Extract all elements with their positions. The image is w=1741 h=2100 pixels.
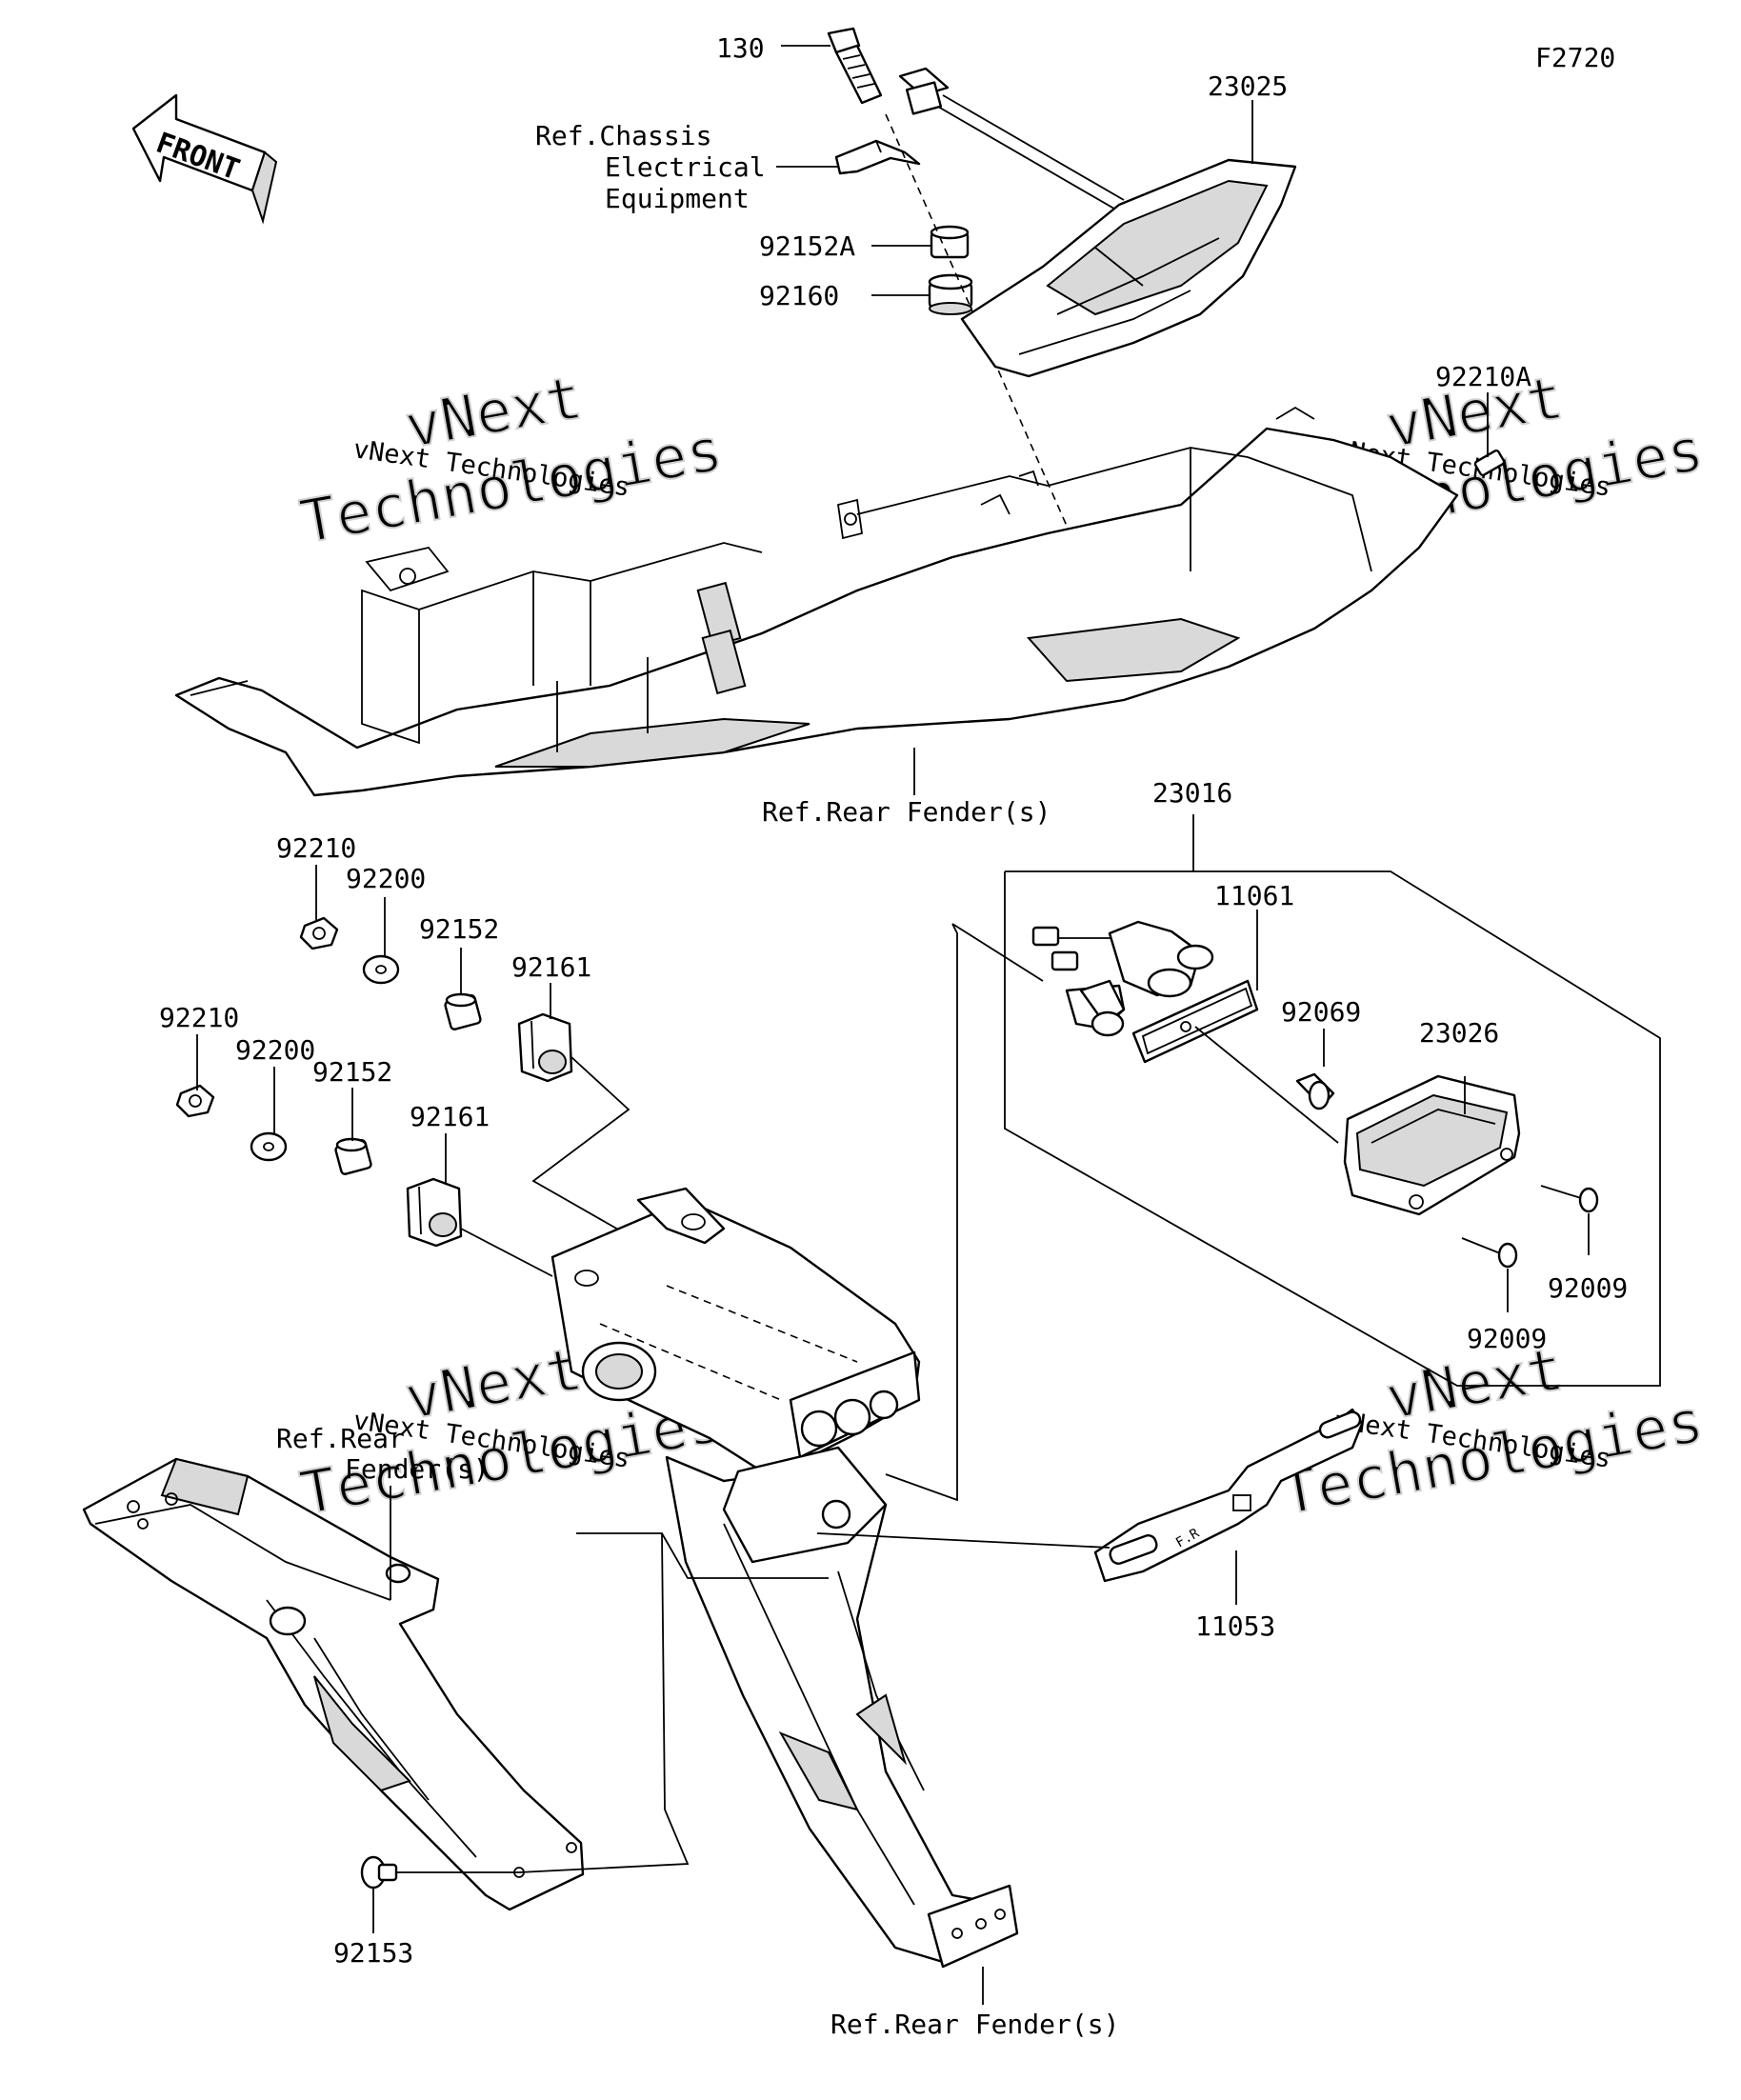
label-92210-lower: 92210 xyxy=(159,1002,239,1033)
damper-92160 xyxy=(928,273,973,315)
bolt-92153 xyxy=(360,1855,398,1890)
label-130: 130 xyxy=(716,32,765,64)
front-arrow-icon: FRONT xyxy=(131,93,278,225)
collar-92152-lower xyxy=(334,1137,372,1175)
label-92200-upper: 92200 xyxy=(346,863,426,894)
socket-harness xyxy=(1031,920,1214,1037)
grommet-92161-upper xyxy=(517,1012,573,1083)
label-92210-upper: 92210 xyxy=(276,832,356,864)
label-92069: 92069 xyxy=(1281,996,1361,1028)
rear-fender-tray xyxy=(174,406,1459,797)
license-bracket-11053: F.R xyxy=(1093,1408,1364,1583)
license-lamp-housing xyxy=(550,1187,921,1473)
wire-clamp xyxy=(834,139,921,175)
label-92152-lower: 92152 xyxy=(312,1056,392,1088)
ref-chassis-line2: Electrical xyxy=(605,151,766,183)
label-92009-right: 92009 xyxy=(1548,1272,1628,1304)
gasket-11061 xyxy=(1131,979,1259,1064)
washer-92200-upper xyxy=(362,954,400,985)
label-23026: 23026 xyxy=(1419,1017,1499,1049)
rear-fender-bracket-left xyxy=(82,1457,585,1911)
watermark-top-left: vNext Technologies vNext Technologies xyxy=(294,361,729,557)
assembly-frame-23016 xyxy=(885,870,1661,1502)
bulb-92069 xyxy=(1295,1072,1335,1110)
label-23025: 23025 xyxy=(1208,70,1288,102)
label-92152-upper: 92152 xyxy=(419,913,499,945)
figure-code: F2720 xyxy=(1535,42,1615,73)
label-92153: 92153 xyxy=(333,1937,413,1969)
collar-92152-upper xyxy=(444,992,482,1030)
label-23016: 23016 xyxy=(1152,777,1232,809)
label-92210A: 92210A xyxy=(1435,361,1531,392)
collar-92152A xyxy=(930,225,970,259)
ref-rear-fender-bottom: Ref.Rear Fender(s) xyxy=(830,2009,1119,2040)
lens-cover-23026 xyxy=(1343,1074,1521,1216)
nut-92210-upper xyxy=(299,916,339,950)
label-92009-lower: 92009 xyxy=(1467,1323,1547,1354)
washer-92200-lower xyxy=(250,1131,288,1162)
ref-rear-fender-left-line1: Ref.Rear xyxy=(276,1423,405,1454)
ref-chassis-line3: Equipment xyxy=(605,183,750,214)
label-92161-upper: 92161 xyxy=(511,951,591,983)
label-11053: 11053 xyxy=(1195,1610,1275,1642)
screw-92009-right xyxy=(1540,1185,1599,1213)
label-11061: 11061 xyxy=(1214,880,1294,911)
nut-92210-lower xyxy=(175,1084,215,1118)
damper-92210A xyxy=(1473,449,1506,477)
ref-rear-fender-left-line2: Fender(s) xyxy=(345,1453,490,1485)
ref-chassis-line1: Ref.Chassis xyxy=(535,120,711,151)
bolt-130 xyxy=(827,27,883,105)
label-92161-lower: 92161 xyxy=(410,1101,490,1132)
tail-lamp-23025 xyxy=(898,67,1297,378)
grommet-92161-lower xyxy=(406,1177,463,1248)
license-plate-flap xyxy=(665,1446,1019,1969)
label-92200-lower: 92200 xyxy=(235,1034,315,1066)
label-92152A: 92152A xyxy=(759,230,855,262)
label-92160: 92160 xyxy=(759,280,839,311)
screw-92009-lower xyxy=(1461,1237,1518,1269)
ref-rear-fender-top: Ref.Rear Fender(s) xyxy=(762,796,1051,828)
